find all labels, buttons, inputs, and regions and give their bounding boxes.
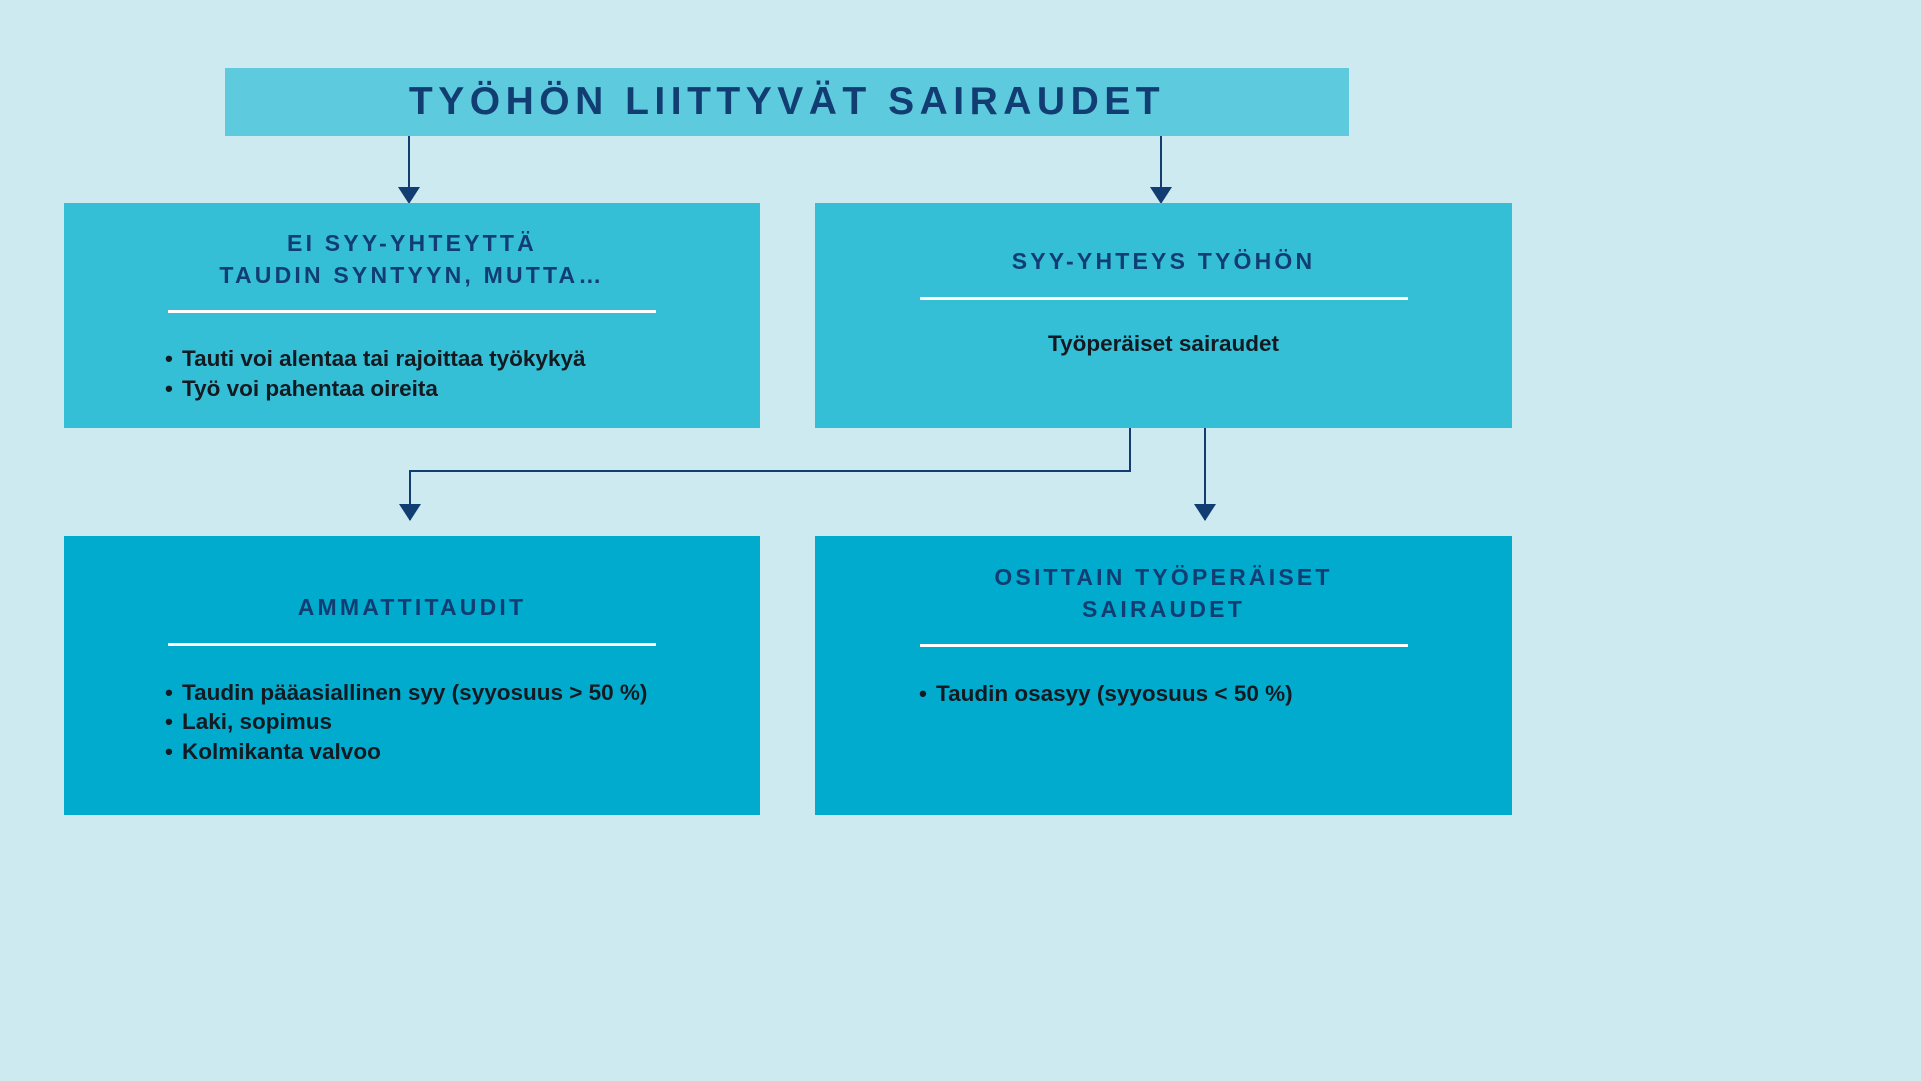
node-divider (919, 644, 1408, 648)
connector-right-mid-to-left-bottom-segment-down (1129, 428, 1131, 472)
list-item: • Työ voi pahentaa oireita (165, 374, 760, 404)
list-item-label: Taudin osasyy (syyosuus < 50 %) (936, 681, 1293, 707)
connector-right-mid-to-left-bottom-arrowhead-icon (399, 504, 421, 521)
node-osittain-tyoperaiset-sairaudet: OSITTAIN TYÖPERÄISET SAIRAUDET • Taudin o… (815, 536, 1512, 815)
list-item: • Taudin osasyy (syyosuus < 50 %) (919, 679, 1512, 709)
connector-title-to-right-mid-arrowhead-icon (1150, 187, 1172, 204)
connector-title-to-left-mid-arrowhead-icon (398, 187, 420, 204)
node-syy-yhteys-tyohon-heading: SYY-YHTEYS TYÖHÖN (815, 246, 1512, 278)
node-ei-syy-yhteytta-bullets: • Tauti voi alentaa tai rajoittaa työkyky… (165, 344, 760, 403)
node-osittain-tyoperaiset-bullets: • Taudin osasyy (syyosuus < 50 %) (919, 679, 1512, 709)
node-osittain-tyoperaiset-heading: OSITTAIN TYÖPERÄISET SAIRAUDET (815, 562, 1512, 625)
bullet-icon: • (165, 346, 173, 372)
list-item: • Kolmikanta valvoo (165, 737, 760, 767)
heading-line-1: EI SYY-YHTEYTTÄ (287, 230, 537, 256)
list-item-label: Työ voi pahentaa oireita (182, 376, 438, 402)
node-syy-yhteys-tyohon: SYY-YHTEYS TYÖHÖN Työperäiset sairaudet (815, 203, 1512, 428)
list-item: • Tauti voi alentaa tai rajoittaa työkyky… (165, 344, 760, 374)
heading-line-1: OSITTAIN TYÖPERÄISET (994, 564, 1333, 590)
node-divider (168, 310, 656, 314)
heading-line-1: SYY-YHTEYS TYÖHÖN (1011, 248, 1316, 274)
bullet-icon: • (165, 739, 173, 765)
page-title: TYÖHÖN LIITTYVÄT SAIRAUDET (408, 80, 1166, 123)
heading-line-1: AMMATTITAUDIT (297, 594, 527, 620)
node-divider (919, 296, 1408, 300)
connector-right-mid-to-right-bottom-line (1204, 428, 1206, 520)
node-title: TYÖHÖN LIITTYVÄT SAIRAUDET (225, 68, 1349, 136)
node-syy-yhteys-tyohon-body: Työperäiset sairaudet (1048, 330, 1279, 356)
list-item: • Laki, sopimus (165, 707, 760, 737)
list-item-label: Tauti voi alentaa tai rajoittaa työkykyä (182, 346, 586, 372)
connector-title-to-right-mid-line (1160, 136, 1162, 189)
node-ammattitaudit: AMMATTITAUDIT • Taudin pääasiallinen syy … (64, 536, 760, 815)
list-item-label: Laki, sopimus (182, 709, 333, 735)
bullet-icon: • (165, 376, 173, 402)
connector-right-mid-to-right-bottom-arrowhead-icon (1194, 504, 1216, 521)
node-divider (168, 642, 656, 646)
list-item-label: Kolmikanta valvoo (182, 739, 381, 765)
bullet-icon: • (165, 709, 173, 735)
list-item: • Taudin pääasiallinen syy (syyosuus > 50… (165, 678, 760, 708)
connector-right-mid-to-left-bottom-segment-across (409, 470, 1131, 472)
bullet-icon: • (919, 681, 927, 707)
connector-title-to-left-mid-line (408, 136, 410, 189)
node-ei-syy-yhteytta-heading: EI SYY-YHTEYTTÄ TAUDIN SYNTYYN, MUTTA… (64, 228, 760, 291)
connector-right-mid-to-left-bottom-segment-drop (409, 470, 411, 520)
node-ei-syy-yhteytta: EI SYY-YHTEYTTÄ TAUDIN SYNTYYN, MUTTA… •… (64, 203, 760, 428)
list-item-label: Taudin pääasiallinen syy (syyosuus > 50 … (182, 679, 648, 705)
node-ammattitaudit-bullets: • Taudin pääasiallinen syy (syyosuus > 50… (165, 678, 760, 767)
heading-line-2: SAIRAUDET (1082, 595, 1245, 622)
node-ammattitaudit-heading: AMMATTITAUDIT (64, 592, 760, 624)
bullet-icon: • (165, 679, 173, 705)
heading-line-2: TAUDIN SYNTYYN, MUTTA… (219, 261, 605, 288)
